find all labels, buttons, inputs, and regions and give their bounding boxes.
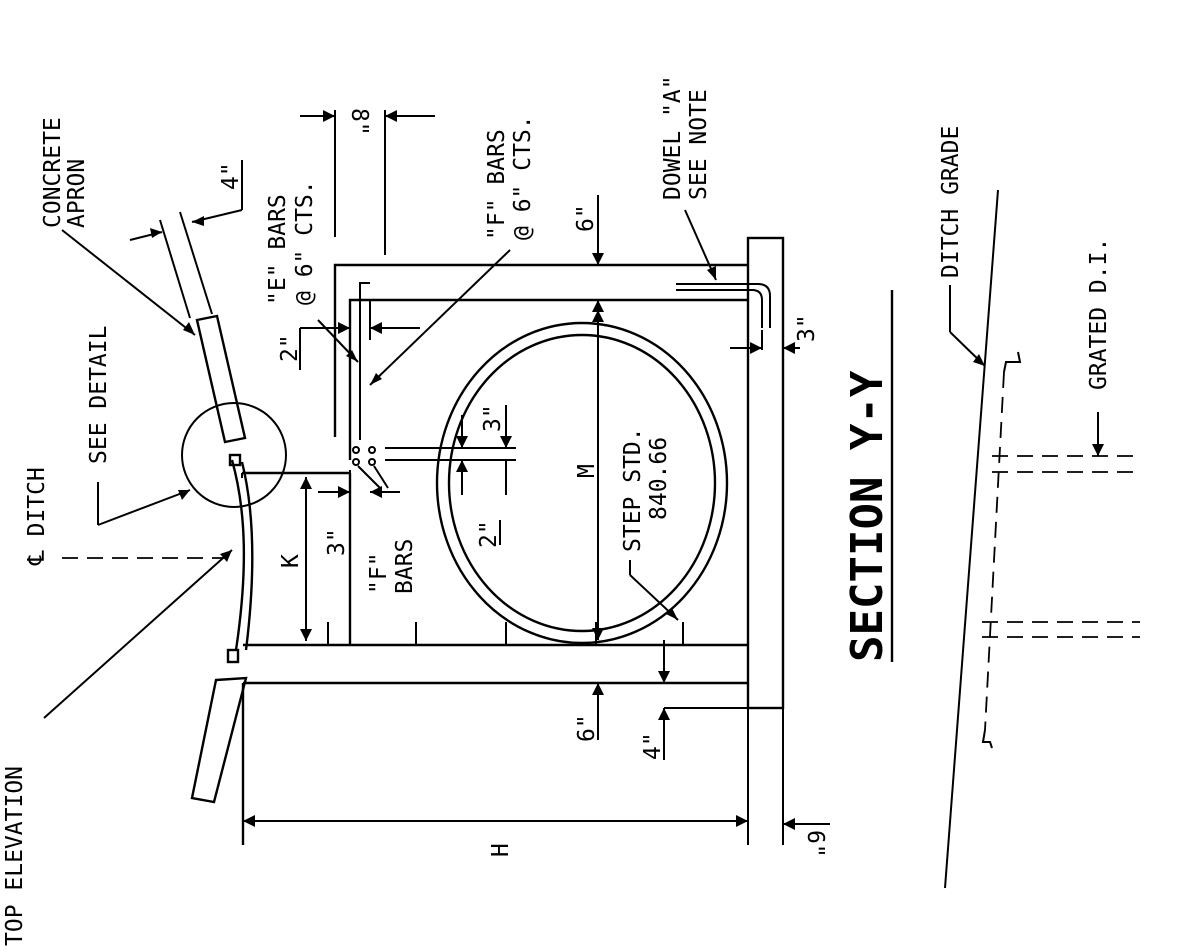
labels: CONCRETE APRON 4" 8" "E" BARS @ 6" CTS. … — [2, 75, 1112, 946]
label-concrete-apron-1: CONCRETE — [40, 117, 66, 228]
label-dim-6-right: 6" — [802, 830, 828, 858]
label-concrete-apron-2: APRON — [64, 159, 90, 228]
label-dowel-1: DOWEL "A" — [660, 75, 686, 200]
label-dim-8: 8" — [346, 108, 372, 136]
dowel-a — [676, 283, 771, 328]
section-title: SECTION Y-Y — [842, 370, 893, 662]
label-step-std-1: STEP STD. — [620, 427, 646, 552]
e-bar — [359, 282, 370, 440]
label-e-bars-1: "E" BARS — [265, 194, 291, 305]
label-dim-h: H — [488, 843, 514, 857]
label-dim-4-apron: 4" — [218, 162, 244, 190]
label-dim-k: K — [278, 554, 304, 568]
label-grated-di: GRATED D.I. — [1086, 238, 1112, 390]
detail-callout-circle — [181, 402, 287, 508]
label-dim-4-bottom: 4" — [640, 732, 666, 760]
label-f-bars-1: "F" — [366, 552, 392, 594]
label-dim-m: M — [574, 464, 600, 478]
label-dim-2-left: 2" — [277, 334, 303, 362]
step-markers — [327, 447, 684, 645]
label-f-bars-top-2: @ 6" CTS. — [510, 115, 536, 240]
label-dim-6-bottom: 6" — [574, 714, 600, 742]
label-f-bars-2: BARS — [392, 539, 418, 594]
label-f-bars-top-1: "F" BARS — [484, 129, 510, 240]
label-dim-6-top: 6" — [573, 204, 599, 232]
dimension-lines — [43, 110, 830, 830]
label-dim-2-step: 2" — [476, 520, 502, 548]
pipe-opening — [435, 321, 729, 645]
label-dowel-2: SEE NOTE — [686, 89, 712, 200]
label-top-elevation: TOP ELEVATION — [2, 766, 28, 946]
ditch-profile — [944, 189, 1140, 889]
label-e-bars-2: @ 6" CTS. — [292, 180, 318, 305]
label-dim-3-bars: 3" — [324, 528, 350, 556]
label-ditch-grade: DITCH GRADE — [938, 126, 964, 278]
label-dim-3-dowel: 3" — [794, 314, 820, 342]
label-cl-ditch: ℄ DITCH — [24, 467, 50, 566]
label-step-std-2: 840.66 — [646, 437, 672, 520]
f-bar-dots — [352, 446, 376, 466]
label-dim-3-step: 3" — [480, 404, 506, 432]
concrete-apron — [159, 211, 254, 804]
label-see-detail: SEE DETAIL — [86, 326, 112, 464]
